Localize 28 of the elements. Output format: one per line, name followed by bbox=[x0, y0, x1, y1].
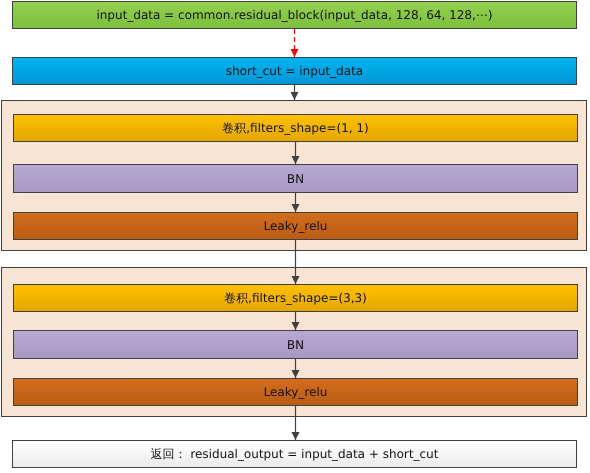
activation-box bbox=[13, 212, 578, 240]
conv-box bbox=[13, 284, 578, 312]
activation-box bbox=[13, 378, 578, 406]
box-label: input_data = common.residual_block(input_data, 128, 64, 128,⋯) bbox=[96, 8, 493, 22]
arrow bbox=[292, 193, 300, 212]
box-label: 卷积,filters_shape=(1, 1) bbox=[222, 120, 369, 136]
box-label: BN bbox=[286, 338, 304, 352]
box-label: BN bbox=[286, 172, 304, 186]
bn-box bbox=[13, 164, 578, 193]
box-label: Leaky_relu bbox=[264, 385, 328, 399]
code-box bbox=[12, 1, 577, 29]
group-panel bbox=[1, 267, 587, 417]
assignment-box bbox=[12, 57, 577, 85]
group-panel bbox=[1, 100, 587, 251]
arrow bbox=[292, 406, 300, 440]
box-label: short_cut = input_data bbox=[226, 64, 364, 78]
box-label: 返回： residual_output = input_data + short_cut bbox=[150, 446, 438, 462]
bn-box bbox=[13, 330, 578, 359]
return-box bbox=[12, 440, 577, 468]
conv-box bbox=[13, 114, 578, 142]
arrow bbox=[290, 29, 298, 57]
arrow bbox=[290, 85, 298, 100]
arrow bbox=[292, 142, 300, 164]
arrow bbox=[292, 240, 300, 284]
arrow bbox=[292, 359, 300, 378]
arrow bbox=[292, 312, 300, 330]
box-label: 卷积,filters_shape=(3,3) bbox=[224, 290, 367, 306]
box-label: Leaky_relu bbox=[264, 219, 328, 233]
